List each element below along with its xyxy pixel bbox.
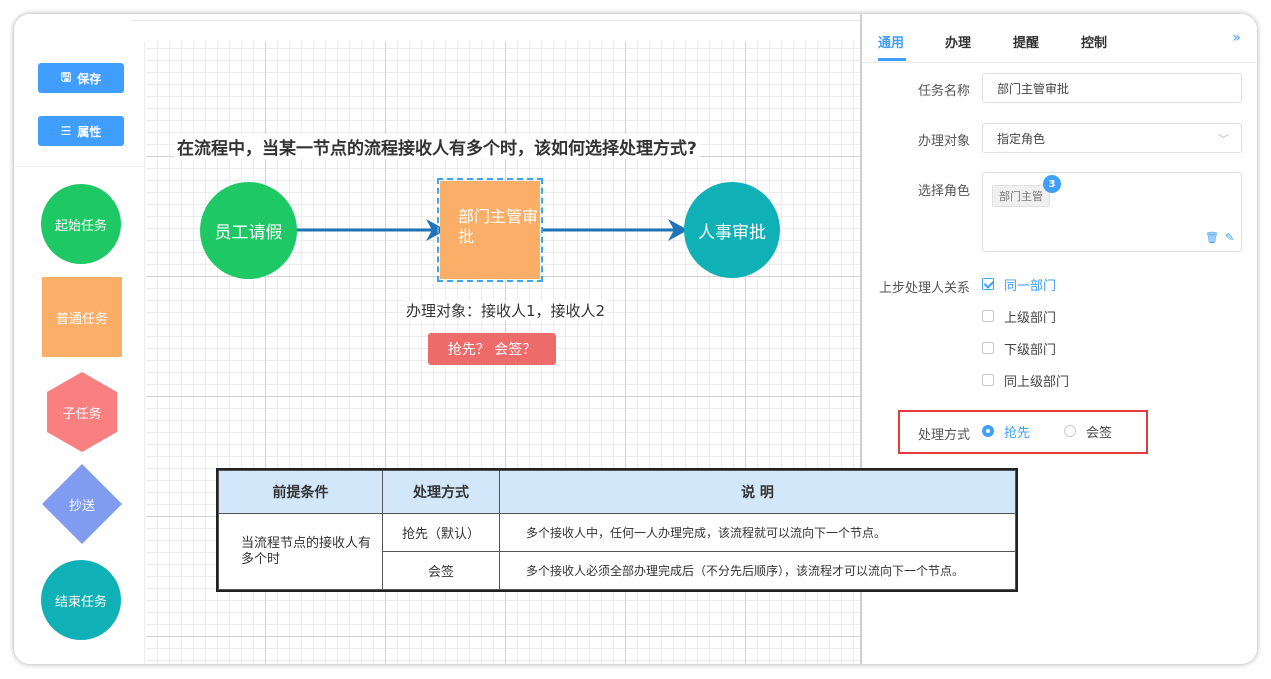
connector-2-arrow xyxy=(668,219,688,241)
tab-reminder[interactable]: 提醒 xyxy=(1013,36,1040,51)
checkbox-icon xyxy=(982,310,994,322)
method-label: 处理方式 xyxy=(917,428,970,443)
palette-cc-label: 抄送 xyxy=(68,498,95,514)
node-dept-approval-label: 部门主管审批 xyxy=(458,207,539,246)
table-header: 前提条件 xyxy=(218,470,383,514)
relation-same-dept[interactable]: 同一部门 xyxy=(982,274,1056,294)
relation-same-dept-label: 同一部门 xyxy=(1004,278,1057,294)
flow-connectors xyxy=(296,219,688,241)
edit-icon[interactable]: ✎ xyxy=(1225,231,1235,244)
table-row: 当流程节点的接收人有多个时 抢先（默认） 多个接收人中，任何一人办理完成，该流程… xyxy=(218,513,1016,590)
relation-same-upper-dept[interactable]: 同上级部门 xyxy=(982,370,1069,390)
palette-start-label: 起始任务 xyxy=(54,218,107,234)
relation-upper-dept[interactable]: 上级部门 xyxy=(982,306,1056,326)
properties-label: 属性 xyxy=(77,124,102,139)
table-header: 说 明 xyxy=(499,470,1016,514)
palette-normal-task[interactable]: 普通任务 xyxy=(42,277,122,357)
role-tag[interactable]: 部门主管 xyxy=(992,185,1050,207)
table-cell-condition: 当流程节点的接收人有多个时 xyxy=(218,513,383,590)
method-option-countersign[interactable]: 会签 xyxy=(1064,421,1112,441)
properties-panel: 通用 办理 提醒 控制 » 任务名称 部门主管审批 办理对象 指定角色 ﹀ 选择… xyxy=(862,14,1257,664)
table-header: 处理方式 xyxy=(382,470,500,514)
checkbox-icon xyxy=(982,342,994,354)
method-highlight-box xyxy=(898,410,1148,454)
node-employee-leave[interactable]: 员工请假 xyxy=(200,182,297,279)
checkbox-icon xyxy=(982,374,994,386)
save-button[interactable]: 🖫 保存 xyxy=(38,63,124,93)
table-row: 会签 多个接收人必须全部办理完成后（不分先后顺序），该流程才可以流向下一个节点。 xyxy=(219,551,1016,590)
tab-control[interactable]: 控制 xyxy=(1081,36,1108,51)
node-hr-approval[interactable]: 人事审批 xyxy=(684,182,780,278)
method-option-preempt-label: 抢先 xyxy=(1004,425,1031,441)
shape-palette: 🖫 保存 ☰ 属性 起始任务 普通任务 子任务 抄送 结束任务 xyxy=(14,42,145,664)
radio-selected-icon xyxy=(982,425,994,437)
table-cell-desc: 多个接收人必须全部办理完成后（不分先后顺序），该流程才可以流向下一个节点。 xyxy=(499,551,1016,590)
tab-general[interactable]: 通用 xyxy=(878,36,905,51)
canvas-question: 在流程中，当某一节点的流程接收人有多个时，该如何选择处理方式? xyxy=(174,134,700,159)
palette-sub-label: 子任务 xyxy=(62,406,102,422)
object-label: 办理对象 xyxy=(917,134,970,149)
relation-same-upper-dept-label: 同上级部门 xyxy=(1004,374,1070,390)
palette-divider xyxy=(14,166,144,167)
palette-normal-label: 普通任务 xyxy=(55,311,108,327)
node-employee-leave-label: 员工请假 xyxy=(214,223,283,243)
properties-button[interactable]: ☰ 属性 xyxy=(38,116,124,146)
checkbox-checked-icon xyxy=(982,278,994,290)
app-window: 🖫 保存 ☰ 属性 起始任务 普通任务 子任务 抄送 结束任务 在流程中，当某一… xyxy=(14,14,1257,664)
object-text: 办理对象：接收人1，接收人2 xyxy=(404,300,608,321)
save-label: 保存 xyxy=(77,71,102,86)
list-icon: ☰ xyxy=(60,124,72,138)
role-count-badge: 3 xyxy=(1043,175,1061,193)
method-question-badge: 抢先？ 会签？ xyxy=(428,333,556,365)
object-select-value: 指定角色 xyxy=(997,131,1046,146)
save-icon: 🖫 xyxy=(60,69,72,84)
relation-label: 上步处理人关系 xyxy=(878,281,970,296)
collapse-icon[interactable]: » xyxy=(1232,30,1241,46)
method-question-text: 抢先？ 会签？ xyxy=(447,342,537,358)
method-option-countersign-label: 会签 xyxy=(1086,425,1113,441)
task-name-value: 部门主管审批 xyxy=(997,81,1070,96)
role-tag-label: 部门主管 xyxy=(999,190,1043,203)
role-select-box[interactable]: 部门主管 3 🗑 ✎ xyxy=(982,172,1242,252)
palette-end-task[interactable]: 结束任务 xyxy=(41,560,121,640)
palette-start-task[interactable]: 起始任务 xyxy=(41,184,121,264)
task-name-input[interactable]: 部门主管审批 xyxy=(982,73,1242,103)
node-hr-approval-label: 人事审批 xyxy=(698,222,766,243)
palette-sub-task[interactable]: 子任务 xyxy=(47,372,117,452)
table-cell-method: 抢先（默认） xyxy=(382,513,500,552)
connector-1-arrow xyxy=(426,219,446,241)
table-header-row: 前提条件 处理方式 说 明 xyxy=(218,470,1016,514)
object-select[interactable]: 指定角色 ﹀ xyxy=(982,123,1242,153)
trash-icon[interactable]: 🗑 xyxy=(1205,231,1219,244)
radio-icon xyxy=(1064,425,1076,437)
panel-tabs: 通用 办理 提醒 控制 » xyxy=(862,14,1257,63)
table-cell-desc: 多个接收人中，任何一人办理完成，该流程就可以流向下一个节点。 xyxy=(499,513,1016,552)
relation-lower-dept-label: 下级部门 xyxy=(1004,342,1057,358)
task-name-label: 任务名称 xyxy=(917,84,970,99)
relation-lower-dept[interactable]: 下级部门 xyxy=(982,338,1056,358)
table-cell-method: 会签 xyxy=(382,551,500,590)
chevron-down-icon: ﹀ xyxy=(1218,133,1229,146)
explanation-table: 前提条件 处理方式 说 明 当流程节点的接收人有多个时 抢先（默认） 多个接收人… xyxy=(216,468,1018,592)
top-strip xyxy=(132,14,862,21)
palette-end-label: 结束任务 xyxy=(54,594,107,610)
canvas-edge xyxy=(860,14,862,664)
role-label: 选择角色 xyxy=(917,184,970,199)
relation-upper-dept-label: 上级部门 xyxy=(1004,310,1057,326)
tab-underline xyxy=(878,58,906,61)
tab-handle[interactable]: 办理 xyxy=(945,36,972,51)
node-dept-approval[interactable]: 部门主管审批 xyxy=(437,178,543,282)
method-option-preempt[interactable]: 抢先 xyxy=(982,421,1030,441)
